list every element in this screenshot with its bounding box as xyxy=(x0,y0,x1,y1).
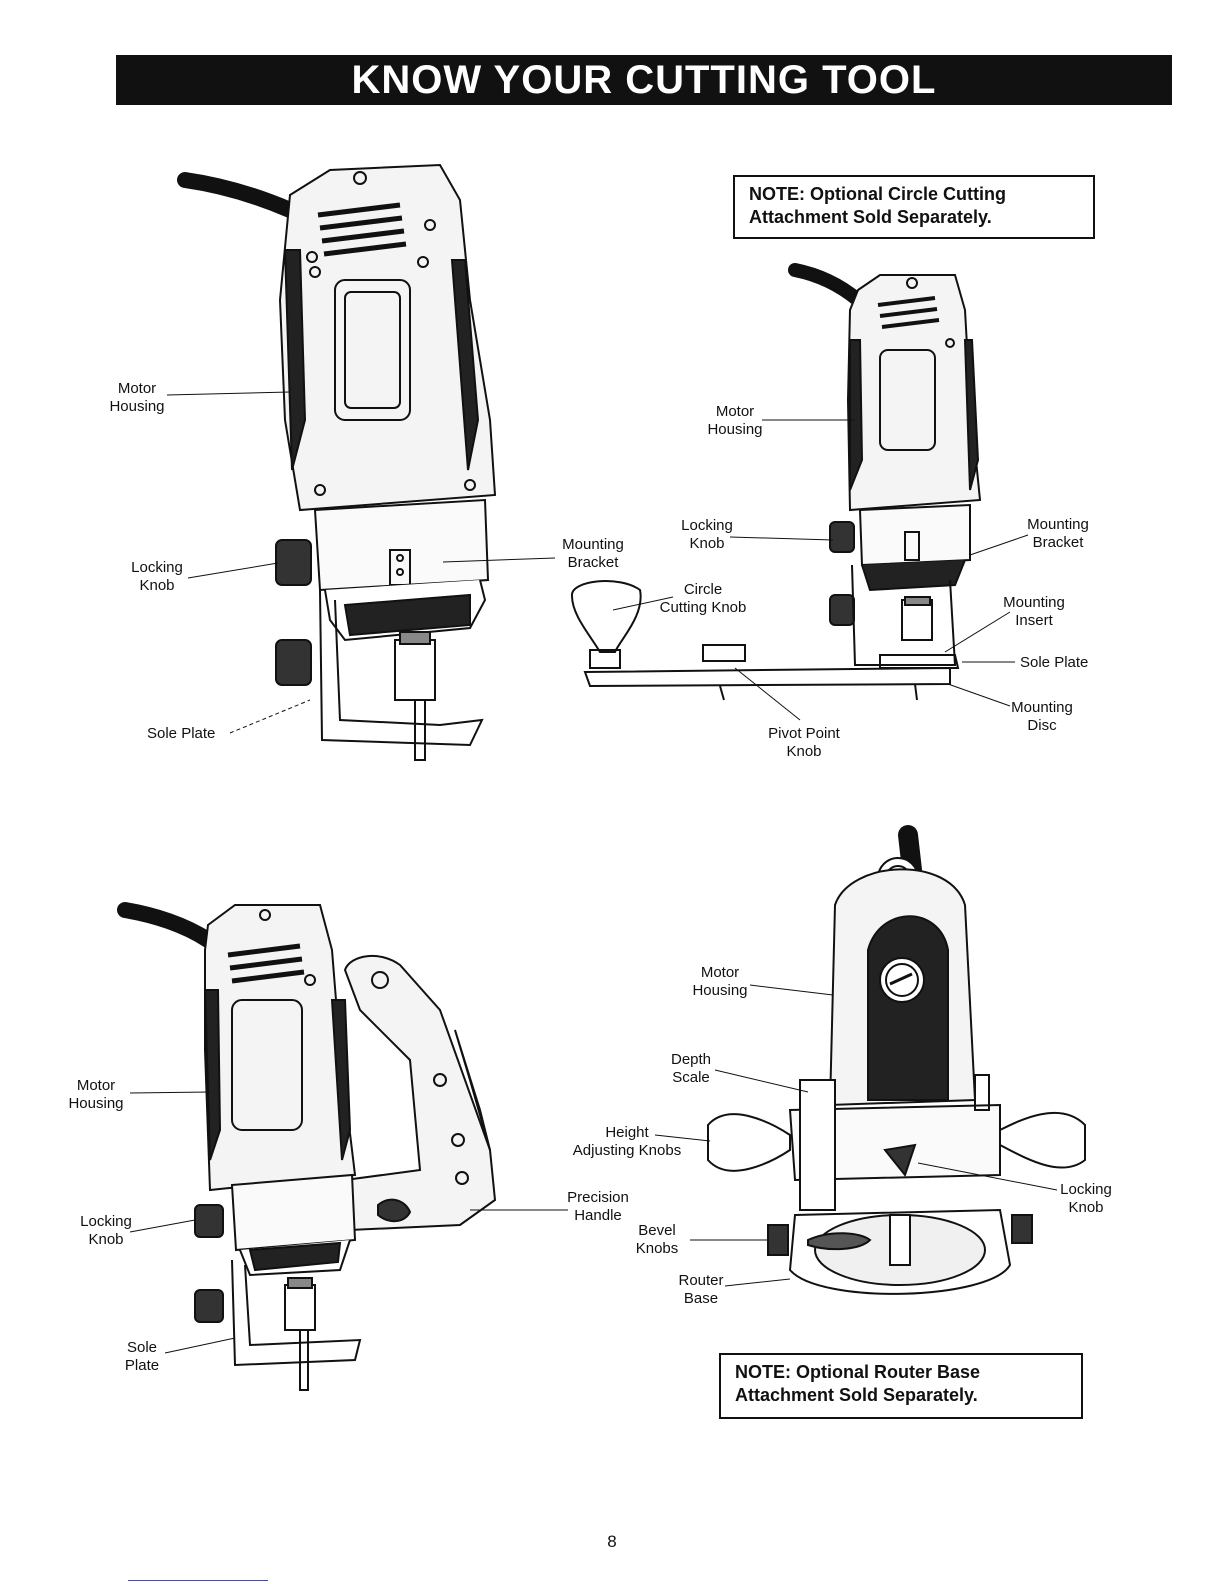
tool-bottom-right-drawing xyxy=(707,825,1086,1295)
label-text: Sole xyxy=(126,1339,158,1356)
label-text: Knob xyxy=(139,577,175,594)
label-text: Knob xyxy=(1068,1199,1104,1216)
label-text: Mounting xyxy=(562,536,624,553)
label-text: Locking xyxy=(131,559,183,576)
label-text: Bracket xyxy=(567,554,619,571)
tool-top-left-drawing xyxy=(177,163,497,761)
label-text: Mounting xyxy=(1011,699,1073,716)
footer-rule xyxy=(128,1580,268,1581)
label-text: Adjusting Knobs xyxy=(572,1142,682,1159)
label-text: Mounting xyxy=(1027,516,1089,533)
label-text: Locking xyxy=(1060,1181,1112,1198)
label-text: Router xyxy=(678,1272,724,1289)
label-text: Housing xyxy=(707,421,763,438)
label-text: Insert xyxy=(1015,612,1053,629)
label-text: Knobs xyxy=(635,1240,679,1257)
leader-line xyxy=(166,391,291,396)
label-sole-plate: Sole Plate xyxy=(1020,654,1088,672)
label-text: Motor xyxy=(715,403,755,420)
label-text: Height xyxy=(605,1124,649,1141)
label-text: Circle xyxy=(683,581,723,598)
label-text: Locking xyxy=(681,517,733,534)
label-text: Cutting Knob xyxy=(659,599,747,616)
label-text: Precision xyxy=(567,1189,629,1206)
label-text: Depth xyxy=(670,1051,712,1068)
label-text: Motor xyxy=(700,964,740,981)
page-number: 8 xyxy=(607,1532,617,1551)
label-text: Bracket xyxy=(1032,534,1084,551)
label-text: Handle xyxy=(574,1207,622,1224)
label-sole-plate: Sole Plate xyxy=(147,725,215,743)
label-text: Disc xyxy=(1027,717,1057,734)
label-text: Bevel xyxy=(638,1222,676,1239)
note-router-base: NOTE: Optional Router Base Attachment So… xyxy=(719,1353,1083,1419)
note-line-1: NOTE: Optional Circle Cutting xyxy=(749,184,1006,204)
label-text: Scale xyxy=(672,1069,710,1086)
label-text: Knob xyxy=(786,743,822,760)
label-text: Locking xyxy=(80,1213,132,1230)
label-text: Motor xyxy=(117,380,157,397)
label-text: Housing xyxy=(692,982,748,999)
label-text: Housing xyxy=(68,1095,124,1112)
label-text: Mounting xyxy=(1003,594,1065,611)
note-line-2: Attachment Sold Separately. xyxy=(749,207,992,227)
label-text: Motor xyxy=(76,1077,116,1094)
note-line-2: Attachment Sold Separately. xyxy=(735,1385,978,1405)
label-text: Sole Plate xyxy=(1020,654,1089,671)
label-text: Knob xyxy=(88,1231,124,1248)
label-text: Pivot Point xyxy=(768,725,840,742)
note-line-1: NOTE: Optional Router Base xyxy=(735,1362,981,1382)
label-text: Base xyxy=(683,1290,719,1307)
note-circle-cutting: NOTE: Optional Circle Cutting Attachment… xyxy=(733,175,1095,239)
tool-bottom-left-drawing xyxy=(117,902,497,1391)
label-text: Plate xyxy=(124,1357,160,1374)
page-title: KNOW YOUR CUTTING TOOL xyxy=(116,55,1172,105)
label-text: Housing xyxy=(109,398,165,415)
tool-top-right-drawing xyxy=(571,263,982,701)
label-text: Sole Plate xyxy=(147,725,216,742)
label-text: Knob xyxy=(689,535,725,552)
